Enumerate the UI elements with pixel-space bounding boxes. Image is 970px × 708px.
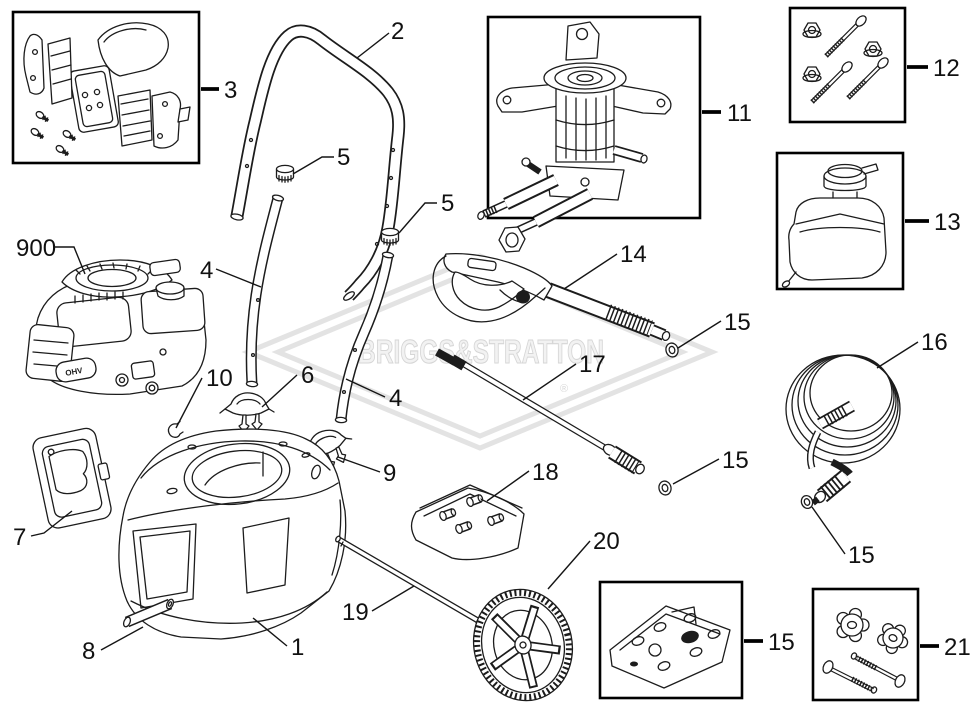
leader-lines (30, 32, 939, 651)
oring-gun-drawing (665, 342, 679, 358)
callout-seal-kit: 15 (768, 629, 795, 656)
watermark-registered-mark: ® (560, 383, 568, 395)
side-panel-drawing (32, 427, 112, 529)
spray-gun-drawing (432, 252, 671, 342)
callout-pump: 11 (727, 100, 752, 127)
handle-cap-right-drawing (380, 227, 400, 246)
nozzle-kit-drawing (410, 484, 525, 561)
hose-drawing (785, 354, 901, 506)
control-panel-drawing (23, 22, 191, 156)
callout-side-panel: 7 (13, 524, 26, 551)
seal-kit-drawing (609, 605, 731, 689)
handle-drawing (230, 24, 406, 301)
wand-drawing (435, 348, 645, 475)
fastener-kit-drawing (802, 15, 889, 104)
callout-tube-left: 4 (200, 257, 213, 284)
clamp-left-drawing (219, 392, 275, 433)
callout-tube-right: 4 (389, 385, 402, 412)
callout-oring-wand: 15 (722, 447, 749, 474)
callout-axle: 19 (342, 599, 369, 626)
callout-knob-kit: 21 (944, 634, 970, 661)
knob-kit-drawing (822, 607, 909, 694)
brand-watermark: BRIGGS&STRATTON ® (241, 253, 719, 451)
engine-drawing: OHV (25, 258, 207, 396)
callout-nozzle-kit: 18 (532, 459, 559, 486)
callout-oring-hose: 15 (848, 542, 875, 569)
callout-clamp-left: 6 (301, 362, 314, 389)
callout-handle: 2 (391, 18, 404, 45)
callout-spray-gun: 14 (620, 241, 647, 268)
watermark-brand-text: BRIGGS&STRATTON (358, 333, 604, 370)
callout-grip: 8 (82, 638, 95, 665)
callout-cap-right: 5 (441, 190, 454, 217)
callout-base-frame: 1 (291, 634, 304, 661)
oring-wand-drawing (658, 480, 672, 496)
callout-clamp-right: 9 (383, 460, 396, 487)
callout-engine: 900 (16, 235, 56, 262)
base-frame-drawing (118, 428, 347, 640)
detergent-tank-drawing (781, 163, 887, 288)
handle-cap-left-drawing (275, 164, 295, 183)
callout-hose: 16 (921, 329, 948, 356)
handle-tube-right-drawing (334, 251, 395, 424)
callout-control-panel: 3 (224, 77, 237, 104)
callout-detergent-tank: 13 (934, 209, 961, 236)
callout-wand: 17 (579, 351, 606, 378)
grip-drawing (122, 598, 175, 628)
pump-assembly-drawing (477, 21, 672, 253)
oring-hose-drawing (800, 494, 814, 510)
callout-clip: 10 (206, 365, 233, 392)
clip-drawing (167, 420, 184, 438)
callout-fastener-kit: 12 (933, 55, 960, 82)
callout-labels: 3 2 5 5 4 4 900 10 6 9 7 8 1 19 20 11 12… (13, 18, 970, 665)
handle-tube-left-drawing (245, 194, 285, 388)
callout-oring-gun: 15 (724, 309, 751, 336)
callout-wheel: 20 (593, 528, 620, 555)
engine-badge-text: OHV (65, 366, 84, 378)
callout-cap-left: 5 (337, 144, 350, 171)
wheel-drawing (472, 588, 574, 702)
